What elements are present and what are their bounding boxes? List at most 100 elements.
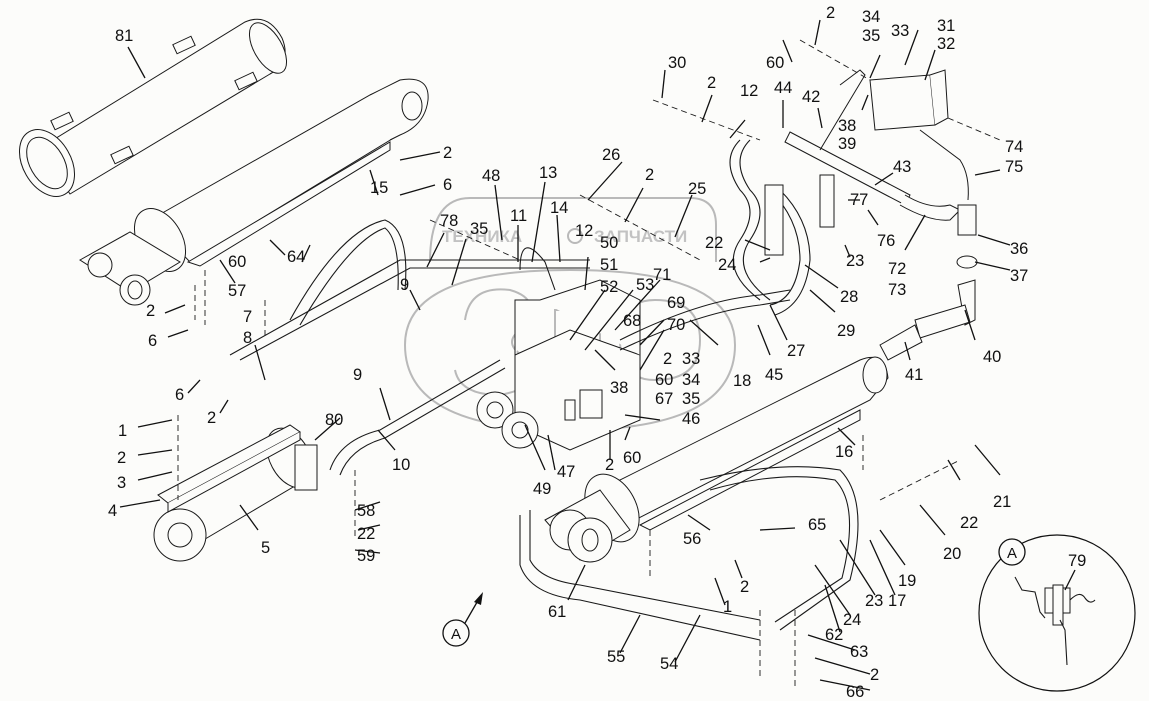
- callout-77: 77: [850, 191, 868, 209]
- callout-68: 68: [623, 312, 641, 330]
- leader-lines: [119, 19, 1011, 691]
- callout-8: 8: [243, 329, 252, 347]
- callout-18: 18: [733, 372, 751, 390]
- callout-69: 69: [667, 294, 685, 312]
- callout-80: 80: [325, 411, 343, 429]
- view-arrow-label: A: [451, 626, 461, 643]
- callout-33: 33: [891, 22, 909, 40]
- callout-65: 65: [808, 516, 826, 534]
- callout-35: 35: [862, 27, 880, 45]
- callout-74: 74: [1005, 138, 1023, 156]
- callout-labels: 81 2 15 6 48 13 26 2 25 11 14 12 78 35 5…: [108, 4, 1028, 701]
- callout-27: 27: [787, 342, 805, 360]
- callout-66: 66: [846, 683, 864, 701]
- callout-6: 6: [148, 332, 157, 350]
- callout-28: 28: [840, 288, 858, 306]
- callout-41: 41: [905, 366, 923, 384]
- control-valve-block: [476, 247, 641, 451]
- callout-29: 29: [837, 322, 855, 340]
- callout-2: 2: [207, 409, 216, 427]
- callout-14: 14: [550, 199, 568, 217]
- callout-7: 7: [243, 308, 252, 326]
- callout-70: 70: [667, 316, 685, 334]
- callout-63: 63: [850, 643, 868, 661]
- callout-23: 23: [846, 252, 864, 270]
- callout-10: 10: [392, 456, 410, 474]
- callout-52: 52: [600, 278, 618, 296]
- callout-50: 50: [600, 234, 618, 252]
- callout-3: 3: [117, 474, 126, 492]
- callout-2: 2: [740, 578, 749, 596]
- callout-32: 32: [937, 35, 955, 53]
- view-arrow-a[interactable]: A: [442, 592, 483, 647]
- upper-left-cylinder: [79, 78, 429, 306]
- detail-marker-label: A: [1007, 545, 1017, 562]
- callout-22: 22: [960, 514, 978, 532]
- callout-22: 22: [357, 525, 375, 543]
- callout-72: 72: [888, 260, 906, 278]
- callout-15: 15: [370, 179, 388, 197]
- callout-4: 4: [108, 502, 117, 520]
- callout-53: 53: [636, 276, 654, 294]
- callout-2: 2: [663, 350, 672, 368]
- callout-2: 2: [146, 302, 155, 320]
- callout-2: 2: [870, 666, 879, 684]
- callout-38: 38: [610, 379, 628, 397]
- callout-9: 9: [353, 366, 362, 384]
- callout-9: 9: [400, 276, 409, 294]
- callout-81: 81: [115, 27, 133, 45]
- callout-36: 36: [1010, 240, 1028, 258]
- callout-11: 11: [510, 207, 527, 225]
- part-81-tube: [19, 18, 288, 197]
- callout-26: 26: [602, 146, 620, 164]
- callout-12: 12: [575, 222, 593, 240]
- callout-19: 19: [898, 572, 916, 590]
- callout-2: 2: [707, 74, 716, 92]
- callout-2: 2: [443, 144, 452, 162]
- callout-44: 44: [774, 79, 792, 97]
- fastener-lines: [177, 39, 1001, 690]
- callout-71: 71: [653, 266, 671, 284]
- callout-60: 60: [623, 449, 641, 467]
- callout-42: 42: [802, 88, 820, 106]
- callout-43: 43: [893, 158, 911, 176]
- callout-30: 30: [668, 54, 686, 72]
- callout-6: 6: [443, 176, 452, 194]
- callout-31: 31: [937, 17, 955, 35]
- callout-38: 38: [838, 117, 856, 135]
- callout-64: 64: [287, 248, 305, 266]
- callout-57: 57: [228, 282, 246, 300]
- callout-39: 39: [838, 135, 856, 153]
- callout-67: 67: [655, 390, 673, 408]
- callout-35: 35: [470, 220, 488, 238]
- callout-20: 20: [943, 545, 961, 563]
- callout-59: 59: [357, 547, 375, 565]
- callout-2: 2: [117, 449, 126, 467]
- callout-5: 5: [261, 539, 270, 557]
- callout-56: 56: [683, 530, 701, 548]
- callout-16: 16: [835, 443, 853, 461]
- callout-2: 2: [645, 166, 654, 184]
- callout-48: 48: [482, 167, 500, 185]
- callout-76: 76: [877, 232, 895, 250]
- callout-1: 1: [723, 598, 732, 616]
- arrow-head-icon: [474, 592, 483, 605]
- callout-61: 61: [548, 603, 566, 621]
- watermark: ТЕХНИКА ЗАПЧАСТИ: [403, 197, 737, 432]
- callout-37: 37: [1010, 267, 1028, 285]
- gear-icon: [567, 228, 583, 244]
- callout-24: 24: [718, 256, 736, 274]
- callout-6: 6: [175, 386, 184, 404]
- callout-40: 40: [983, 348, 1001, 366]
- callout-12: 12: [740, 82, 758, 100]
- lower-left-cylinder: [153, 424, 318, 562]
- callout-62: 62: [825, 626, 843, 644]
- callout-79: 79: [1068, 552, 1086, 570]
- callout-17: 17: [888, 592, 906, 610]
- callout-73: 73: [888, 281, 906, 299]
- callout-24: 24: [843, 611, 861, 629]
- callout-60: 60: [228, 253, 246, 271]
- callout-54: 54: [660, 655, 678, 673]
- callout-13: 13: [539, 164, 557, 182]
